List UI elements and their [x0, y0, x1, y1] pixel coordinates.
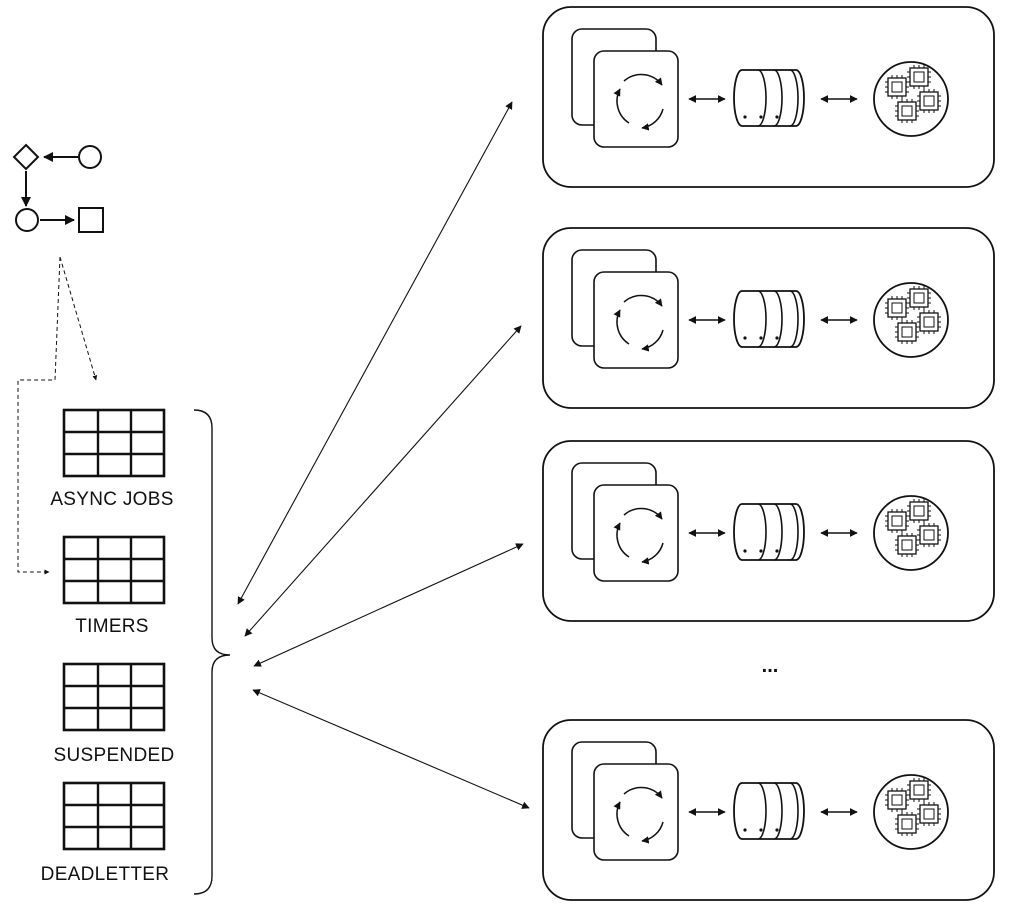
table-label-timers: TIMERS [75, 616, 149, 637]
table-icon [62, 781, 166, 851]
cpu-cluster-icon [874, 62, 948, 136]
cpu-cluster-icon [874, 283, 948, 357]
workflow-dashed-links [17, 256, 98, 575]
table-suspended [62, 662, 166, 732]
node-box [542, 6, 995, 188]
node-box [542, 440, 995, 622]
node-box [542, 227, 995, 409]
database-icon [733, 503, 805, 561]
more-nodes-ellipsis: ... [761, 655, 779, 677]
table-icon [62, 535, 166, 605]
cpu-cluster-icon [874, 496, 948, 570]
table-label-suspended: SUSPENDED [53, 745, 175, 766]
node-box [542, 719, 995, 901]
table-label-async-jobs: ASYNC JOBS [50, 489, 174, 510]
database-icon [733, 290, 805, 348]
table-deadletter [62, 781, 166, 851]
cpu-cluster-icon [874, 775, 948, 849]
node-connections [237, 101, 530, 809]
table-async-jobs [62, 408, 166, 478]
table-group-brace [193, 409, 231, 895]
workflow-icon [12, 143, 104, 233]
table-icon [62, 662, 166, 732]
database-icon [733, 69, 805, 127]
table-icon [62, 408, 166, 478]
database-icon [733, 782, 805, 840]
table-label-deadletter: DEADLETTER [40, 864, 170, 885]
table-timers [62, 535, 166, 605]
